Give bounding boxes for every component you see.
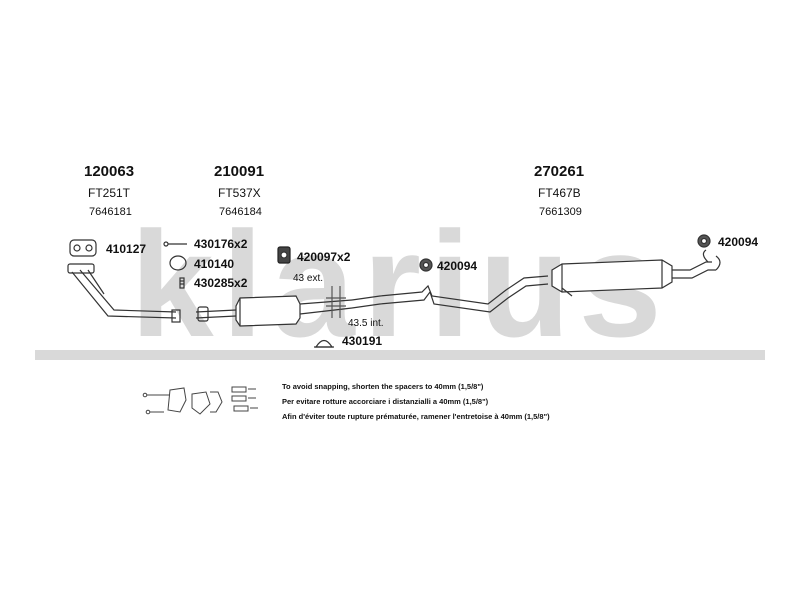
note-english: To avoid snapping, shorten the spacers t… [282,382,484,391]
header-code-1: 120063 [84,163,135,180]
part-label-430285: 430285x2 [194,276,248,290]
header-num-3: 7661309 [539,206,582,218]
header-num-2: 7646184 [219,206,262,218]
note-italian: Per evitare rotture accorciare i distanz… [282,397,489,406]
part-label-430191: 430191 [342,334,383,348]
ring-seal-icon [169,255,187,271]
dimension-label-int: 43.5 int. [348,318,384,329]
spacer-exploded-view [142,386,258,415]
watermark-text: klarius [130,218,670,368]
rubber-ring-icon [419,258,433,272]
rubber-ring-icon [697,234,711,248]
part-label-420097: 420097x2 [297,250,351,264]
header-code-3: 270261 [534,163,585,180]
header-num-1: 7646181 [89,206,132,218]
intermediate-pipe [351,275,549,313]
watermark-underline [35,350,765,360]
header-ref-1: FT251T [88,186,131,200]
note-french: Afin d'éviter toute rupture prématurée, … [282,412,550,421]
spacer-dimension-marker [326,286,346,318]
centre-silencer [195,295,353,327]
part-label-410127: 410127 [106,242,147,256]
dimension-label-ext: 43 ext. [293,273,324,284]
klarius-watermark-logo: klarius [35,218,765,368]
clamp-icon [314,339,334,348]
part-label-430176: 430176x2 [194,237,248,251]
header-ref-3: FT467B [538,186,581,200]
header-ref-2: FT537X [218,186,261,200]
front-manifold-pipe [67,263,181,323]
rear-silencer [551,249,721,297]
rubber-mount-icon [277,246,291,264]
part-label-420094-middle: 420094 [437,259,478,273]
header-code-2: 210091 [214,163,265,180]
gasket-icon [69,239,97,257]
spring-icon [179,277,185,289]
part-label-410140: 410140 [194,257,235,271]
part-label-420094-rear: 420094 [718,235,759,249]
bolt-icon [163,241,187,247]
